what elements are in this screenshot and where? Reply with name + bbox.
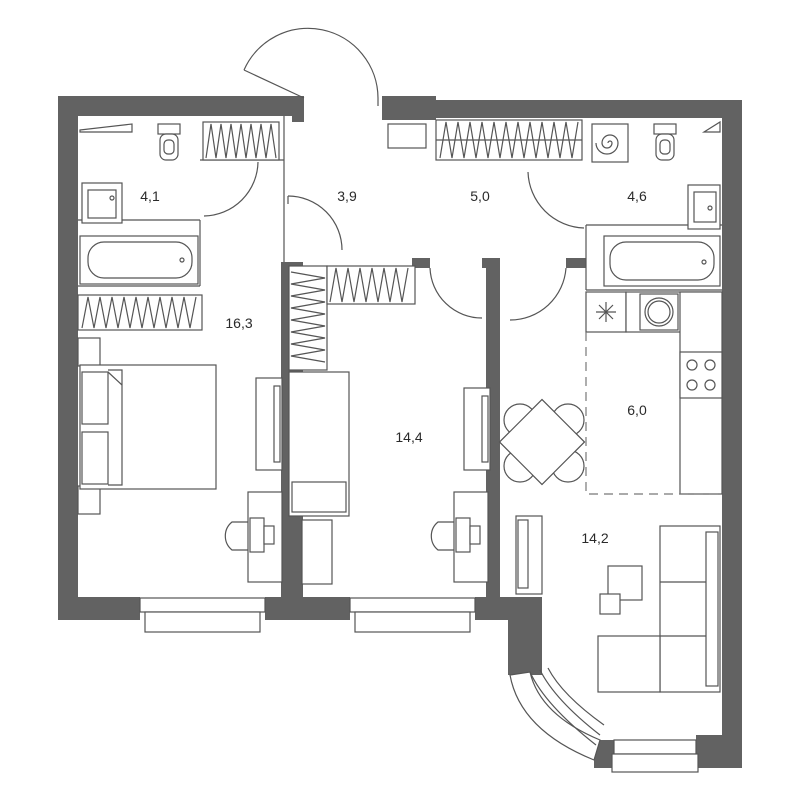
area-label-living-room: 14,2 [581,530,608,546]
hallway-fixtures [387,119,629,163]
living-room-furniture [515,515,721,693]
shelf-2-icon [701,120,721,133]
living-door-arc [509,267,567,321]
bathroom-2-door-arc [527,171,585,229]
kitchen-fixtures [498,291,723,495]
area-label-kitchen: 6,0 [627,402,647,418]
area-label-bathroom-2: 4,6 [627,188,647,204]
stove-icon [679,351,723,399]
nightstand-icon [77,337,101,367]
entrance-door-arc [243,27,379,99]
chair-2-icon [430,521,454,551]
shelf-icon [79,123,133,133]
bay-window [509,671,601,761]
area-label-bedroom-2: 14,4 [395,429,422,445]
area-label-bedroom-1: 16,3 [225,315,252,331]
chair-icon [224,521,248,551]
dresser-icon [301,519,333,585]
boiler-icon [591,123,629,163]
doors [203,27,585,321]
window-bedroom-2 [349,597,476,613]
walls [58,96,742,768]
toilet-2-icon [653,123,677,135]
area-label-bathroom-1: 4,1 [140,188,160,204]
window-bedroom-1 [139,597,266,613]
area-label-corridor: 5,0 [470,188,490,204]
windows [139,597,699,773]
washing-machine-icon [639,293,679,331]
window-living [613,739,697,755]
toilet-icon [157,123,181,135]
area-labels: 4,1 3,9 5,0 4,6 16,3 14,4 6,0 14,2 [140,188,647,546]
bathroom-2-fixtures [603,120,721,287]
bathroom-1-fixtures [79,121,280,285]
hallway-cabinet [387,123,427,149]
bedroom-2-furniture [288,265,491,585]
bedroom-1-furniture [77,294,283,583]
bedroom-1-door-arc [287,195,343,251]
area-label-hallway: 3,9 [337,188,357,204]
bathroom-1-door-arc [203,161,259,217]
bedroom-2-door-arc [429,267,483,319]
kitchen-zone-boundary [585,332,722,495]
